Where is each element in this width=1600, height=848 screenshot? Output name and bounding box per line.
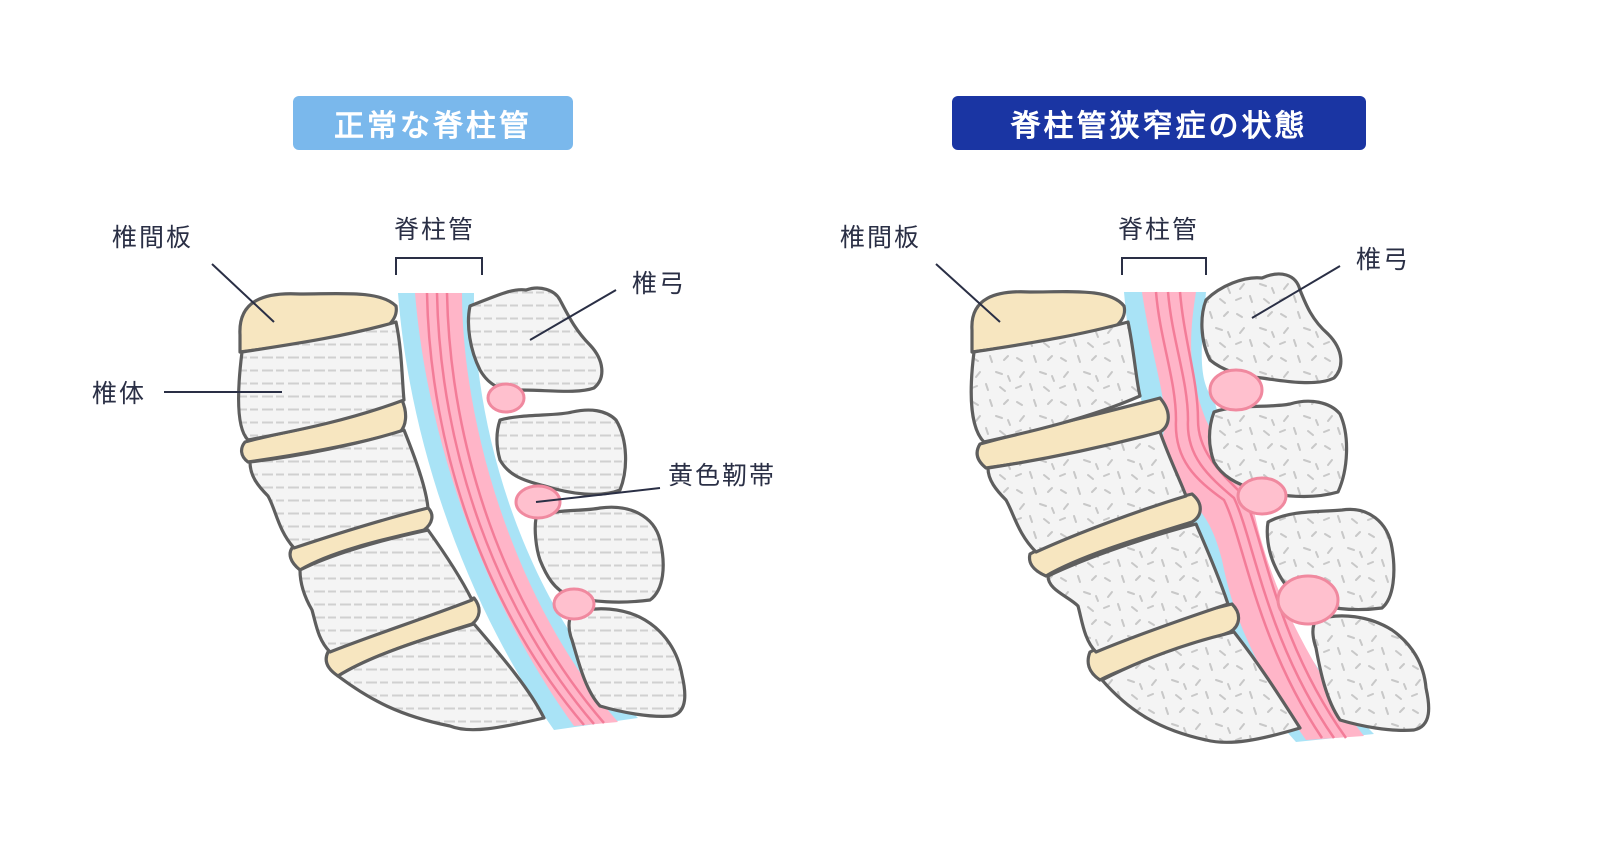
stenosis-arch-4: [1311, 614, 1431, 732]
stenosis-label-canal: 脊柱管: [1118, 215, 1199, 244]
normal-spine: [237, 286, 687, 732]
normal-arch-4: [567, 607, 687, 718]
normal-leader-ligament: [535, 487, 661, 503]
normal-arch-3: [533, 505, 665, 604]
stenosis-vertebral-body-1: [969, 320, 1142, 444]
normal-bracket-canal: [395, 257, 483, 275]
stenosis-arch-1: [1200, 272, 1343, 385]
normal-vertebral-body-2: [248, 428, 430, 550]
normal-label-arch: 椎弓: [632, 269, 686, 298]
normal-labels: 椎間板 脊柱管 椎弓 椎体 黄色靭帯: [92, 215, 776, 503]
stenosis-vertebral-body-2: [986, 430, 1188, 554]
normal-label-body: 椎体: [92, 379, 146, 408]
stenosis-bracket-canal: [1121, 257, 1207, 275]
normal-arch-2: [495, 408, 628, 496]
normal-ligament-3: [552, 587, 596, 621]
stenosis-arch-2: [1207, 399, 1349, 499]
normal-vertebral-body-4: [336, 622, 546, 732]
stenosis-ligament-2: [1236, 476, 1288, 516]
normal-ligament-1: [486, 382, 526, 414]
normal-vertebral-body-3: [298, 528, 474, 654]
stenosis-vertebral-body-3: [1046, 522, 1230, 654]
stenosis-ligament-1: [1208, 368, 1264, 412]
normal-spinal-cord: [415, 293, 618, 726]
stenosis-label-disc: 椎間板: [840, 223, 921, 252]
stenosis-ligament-3: [1276, 574, 1340, 626]
stenosis-vertebral-body-4: [1100, 630, 1302, 744]
stenosis-title: 脊柱管狭窄症の状態: [952, 96, 1366, 150]
stenosis-nerve-lines: [1154, 291, 1348, 739]
stenosis-leader-disc: [935, 263, 1001, 323]
normal-arch-1: [466, 286, 604, 393]
normal-leader-disc: [211, 263, 275, 323]
normal-label-canal: 脊柱管: [394, 215, 475, 244]
normal-vertebral-body-1: [237, 320, 406, 442]
normal-leader-arch: [529, 289, 617, 341]
normal-label-ligament: 黄色靭帯: [668, 461, 776, 490]
stenosis-label-arch: 椎弓: [1356, 245, 1410, 274]
stenosis-leader-arch: [1251, 265, 1341, 319]
normal-canal-title: 正常な脊柱管: [293, 96, 573, 150]
stenosis-labels: 椎間板 脊柱管 椎弓: [840, 215, 1410, 323]
normal-label-disc: 椎間板: [112, 223, 193, 252]
normal-nerve-lines: [425, 292, 605, 726]
stenosis-spine: [969, 272, 1431, 744]
